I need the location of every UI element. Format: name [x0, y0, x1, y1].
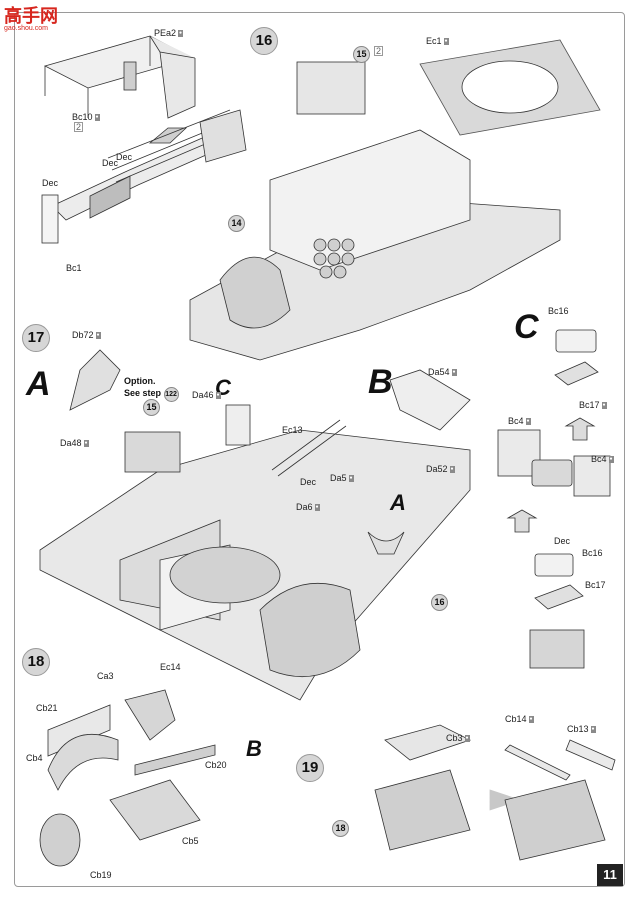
ref-16: 16: [431, 594, 448, 611]
part-db72: Db72●: [72, 330, 101, 340]
dec-label-4: Dec: [300, 477, 317, 487]
qty-x2: 2: [74, 122, 84, 132]
part-da48: Da48●: [60, 438, 89, 448]
part-cb14: Cb14●: [505, 714, 534, 724]
page-number: 11: [597, 864, 623, 886]
step-17-number: 17: [22, 324, 50, 352]
subassembly-C-label: C: [514, 308, 539, 346]
ref-122: 122: [163, 387, 179, 402]
part-da6: Da6●: [296, 502, 320, 512]
step-16-number: 16: [250, 27, 278, 55]
part-bc10: Bc10●2: [72, 112, 100, 132]
part-cb13: Cb13●: [567, 724, 596, 734]
part-cb19: Cb19: [90, 870, 112, 880]
part-cb21: Cb21: [36, 703, 58, 713]
step-19-number: 19: [296, 754, 324, 782]
dec-label-1: Dec: [42, 178, 59, 188]
ref-15-top: 15: [353, 46, 370, 63]
marker-B: B: [246, 736, 262, 761]
part-bc17-bottom: Bc17: [585, 580, 606, 590]
part-cb20: Cb20: [205, 760, 227, 770]
dec-label-3: Dec: [116, 152, 133, 162]
part-da54: Da54●: [428, 367, 457, 377]
part-bc4-left: Bc4●: [508, 416, 531, 426]
qty-x2-step16: 2: [374, 46, 384, 56]
part-ca3: Ca3: [97, 671, 114, 681]
part-bc17-top: Bc17●: [579, 400, 607, 410]
marker-A: A: [390, 490, 406, 515]
part-pea2: PEa2●: [154, 28, 184, 38]
part-bc1: Bc1: [66, 263, 82, 273]
ref-18: 18: [332, 820, 349, 837]
part-bc16-top: Bc16: [548, 306, 569, 316]
part-bc4-right: Bc4●: [591, 454, 614, 464]
part-cb3: Cb3●: [446, 733, 470, 743]
part-ec1: Ec1●: [426, 36, 449, 46]
option-note: Option. See step 122: [124, 376, 179, 402]
part-bc16-bottom: Bc16: [582, 548, 603, 558]
part-cb4: Cb4: [26, 753, 43, 763]
step-18-number: 18: [22, 648, 50, 676]
part-da46: Da46●: [192, 390, 221, 400]
page-frame: [14, 12, 625, 887]
part-ec13: Ec13: [282, 425, 303, 435]
part-da52: Da52●: [426, 464, 455, 474]
part-da5: Da5●: [330, 473, 354, 483]
subassembly-B-label: B: [368, 363, 393, 401]
part-cb5: Cb5: [182, 836, 199, 846]
ref-15-mid: 15: [143, 399, 160, 416]
ref-14: 14: [228, 215, 245, 232]
subassembly-A-label: A: [26, 365, 51, 403]
part-ec14: Ec14: [160, 662, 181, 672]
dec-label-2: Dec: [102, 158, 119, 168]
dec-label-5: Dec: [554, 536, 571, 546]
